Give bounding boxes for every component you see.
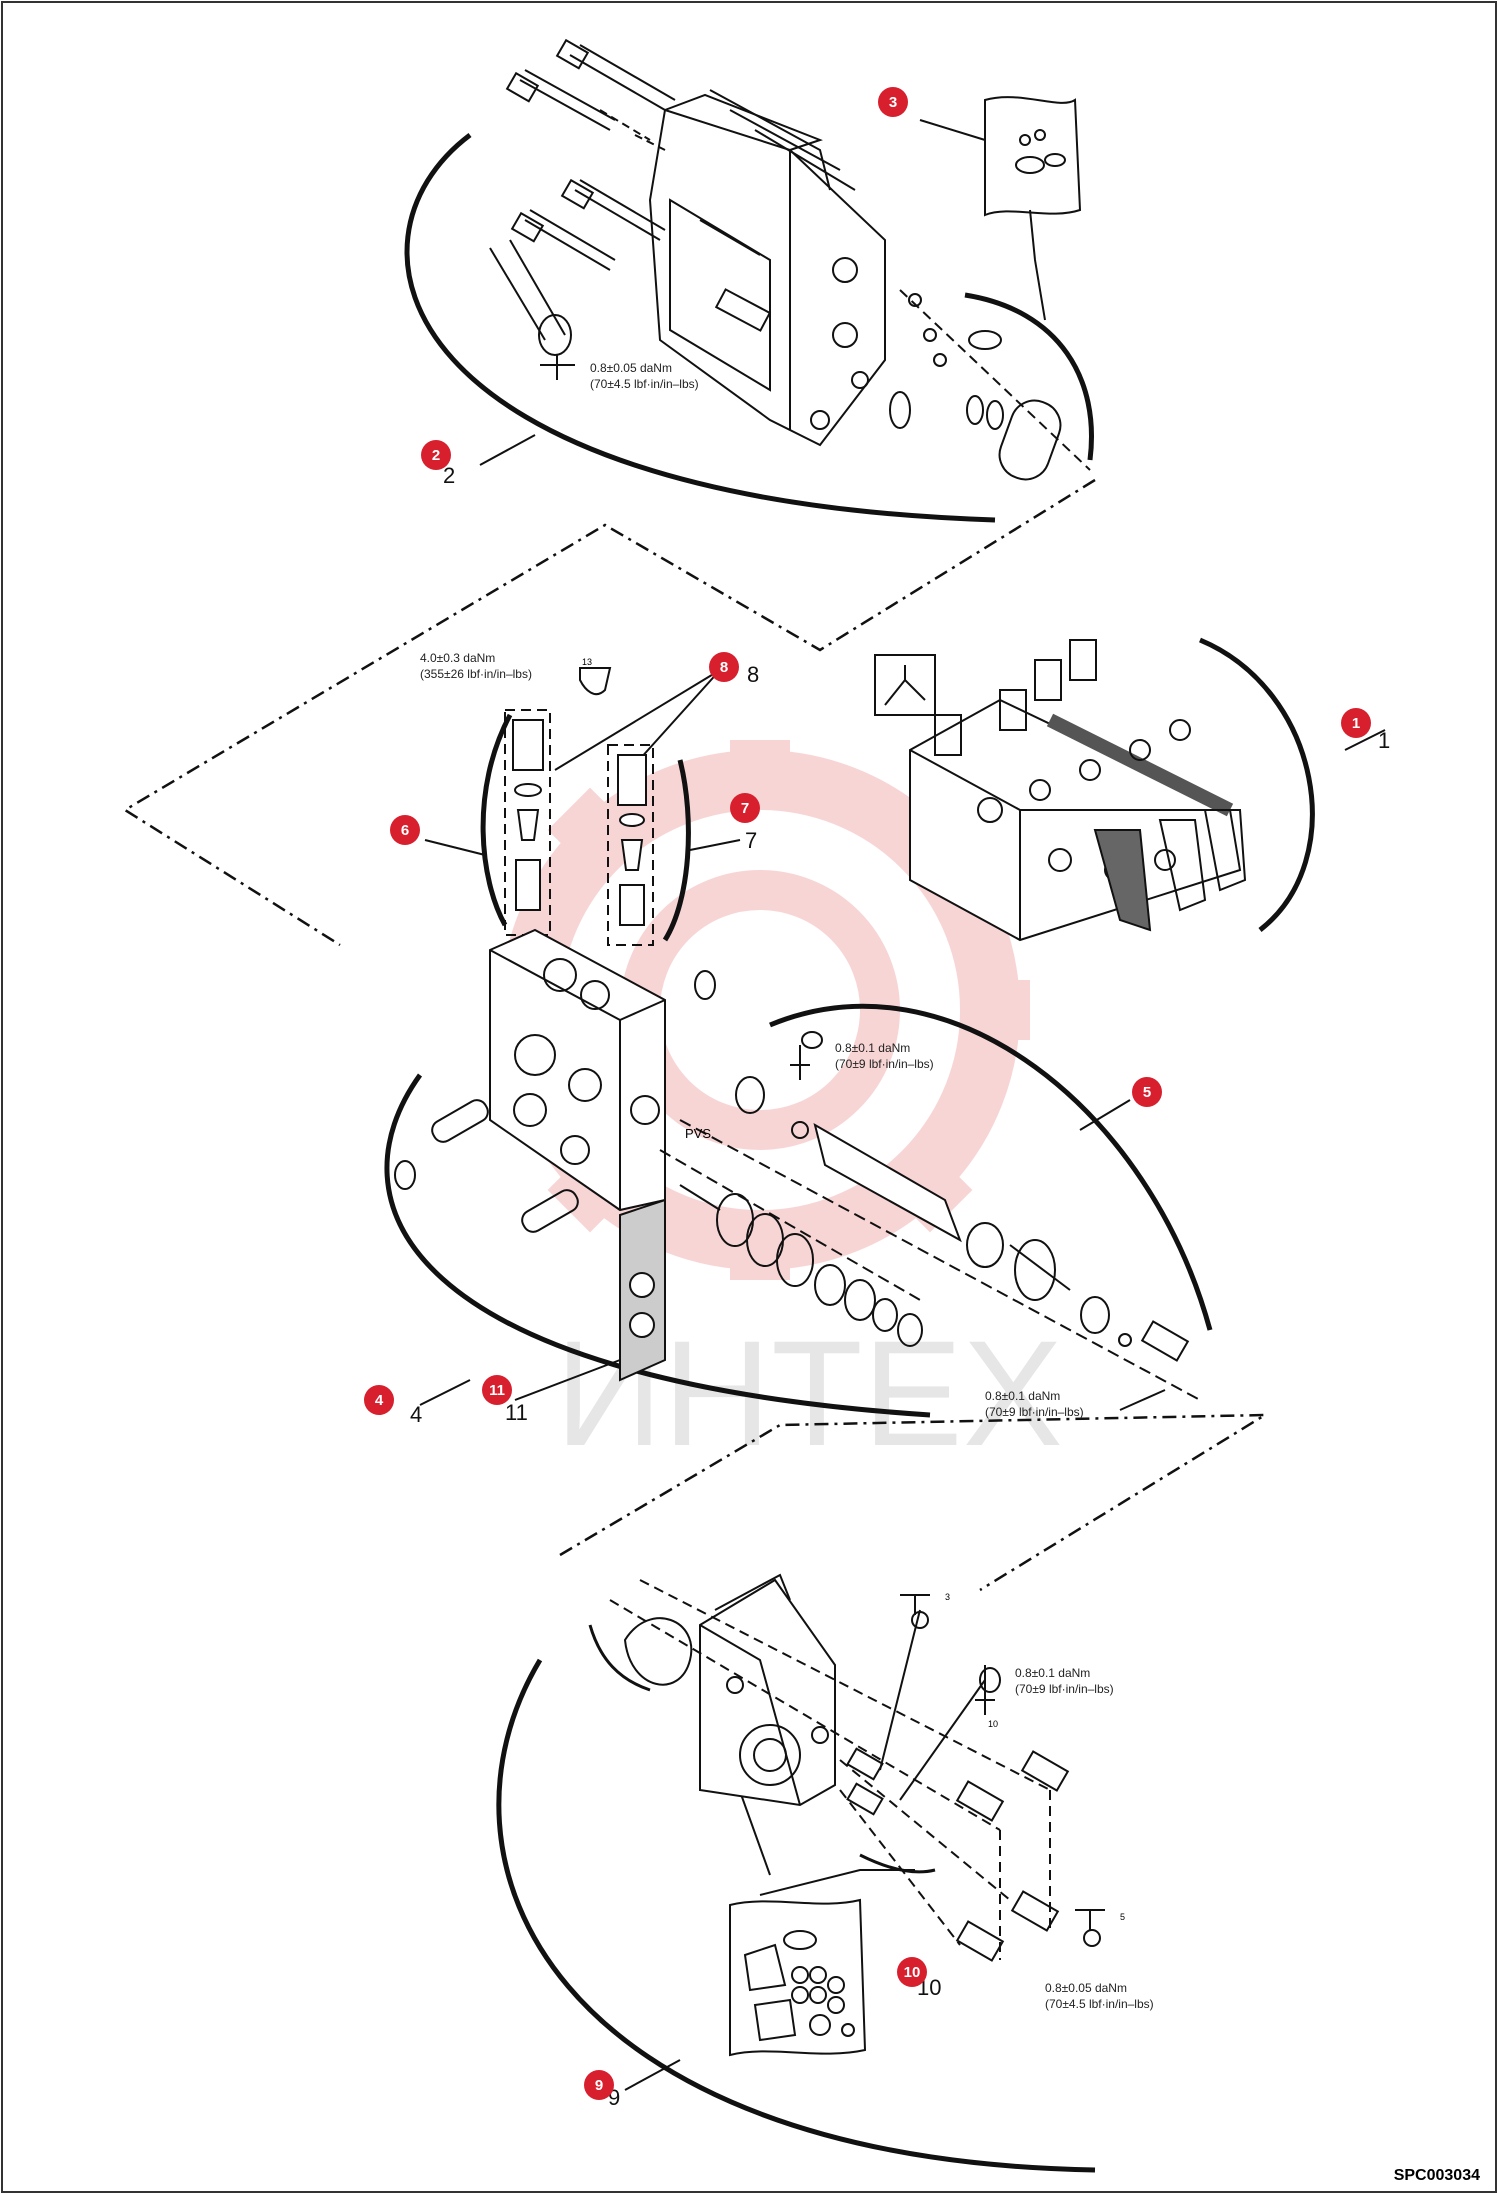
badge-6[interactable]: 6 <box>390 815 420 845</box>
torque-note-top-line2: (70±4.5 lbf·in/in–lbs) <box>590 377 699 391</box>
section-assembly <box>384 667 1213 1418</box>
mark-5: 5 <box>1120 1912 1125 1922</box>
valve-group-assembly <box>874 637 1386 942</box>
callout-number-4: 4 <box>410 1402 422 1427</box>
torque-note-mid-line1: 4.0±0.3 daNm <box>420 651 495 665</box>
callout-number-8: 8 <box>747 662 759 687</box>
badge-3-label: 3 <box>889 94 897 111</box>
torque-note-cover-bottom-line2: (70±4.5 lbf·in/in–lbs) <box>1045 1997 1154 2011</box>
mark-10: 10 <box>988 1719 998 1729</box>
badge-7-label: 7 <box>741 800 749 817</box>
callout-number-2: 2 <box>443 463 455 488</box>
badge-11-label: 11 <box>489 1382 505 1399</box>
badge-7[interactable]: 7 <box>730 793 760 823</box>
badge-11[interactable]: 11 <box>482 1375 512 1405</box>
badge-4[interactable]: 4 <box>364 1385 394 1415</box>
mark-13: 13 <box>582 657 592 667</box>
torque-note-cover-top-line1: 0.8±0.1 daNm <box>1015 1666 1090 1680</box>
badge-2[interactable]: 2 <box>421 440 451 470</box>
top-assembly <box>122 38 1096 947</box>
torque-note-spool-top-line2: (70±9 lbf·in/in–lbs) <box>835 1057 934 1071</box>
badge-8-label: 8 <box>720 659 728 676</box>
callout-number-1: 1 <box>1378 728 1390 753</box>
port-label: PVS <box>685 1126 711 1141</box>
badge-5[interactable]: 5 <box>1132 1077 1162 1107</box>
badge-9-label: 9 <box>595 2077 603 2094</box>
badge-1-label: 1 <box>1352 715 1360 732</box>
badge-8[interactable]: 8 <box>709 652 739 682</box>
cover-assembly <box>496 1413 1270 2173</box>
badge-9[interactable]: 9 <box>584 2070 614 2100</box>
torque-note-mid-line2: (355±26 lbf·in/in–lbs) <box>420 667 532 681</box>
mark-3: 3 <box>945 1592 950 1602</box>
badge-10-label: 10 <box>904 1964 921 1981</box>
badge-5-label: 5 <box>1143 1084 1151 1101</box>
torque-note-top-line1: 0.8±0.05 daNm <box>590 361 672 375</box>
torque-note-spool-top-line1: 0.8±0.1 daNm <box>835 1041 910 1055</box>
badge-2-label: 2 <box>432 447 440 464</box>
torque-note-cover-bottom-line1: 0.8±0.05 daNm <box>1045 1981 1127 1995</box>
badge-4-label: 4 <box>375 1392 384 1409</box>
badge-1[interactable]: 1 <box>1341 708 1371 738</box>
badge-3[interactable]: 3 <box>878 87 908 117</box>
torque-note-spool-bottom-line2: (70±9 lbf·in/in–lbs) <box>985 1405 1084 1419</box>
torque-note-cover-top-line2: (70±9 lbf·in/in–lbs) <box>1015 1682 1114 1696</box>
callout-number-11: 11 <box>505 1400 528 1425</box>
badge-6-label: 6 <box>401 822 409 839</box>
drawing-code: SPC003034 <box>1394 2167 1480 2184</box>
callout-number-7: 7 <box>745 828 757 853</box>
badge-10[interactable]: 10 <box>897 1957 927 1987</box>
torque-note-spool-bottom-line1: 0.8±0.1 daNm <box>985 1389 1060 1403</box>
